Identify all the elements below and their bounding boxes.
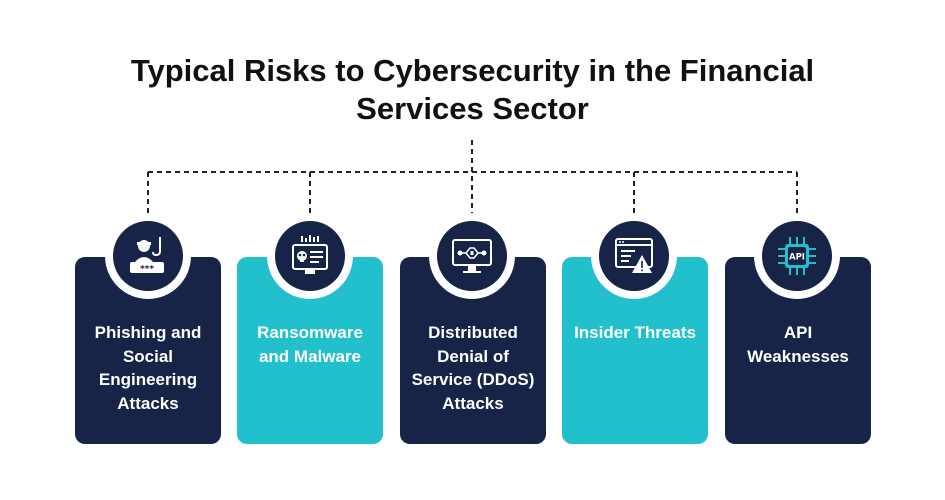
risk-icon-frame-insider	[591, 213, 677, 299]
page-title: Typical Risks to Cybersecurity in the Fi…	[0, 52, 945, 128]
ransomware-skull-icon	[292, 235, 328, 274]
risk-label-ransomware: Ransomware and Malware	[257, 323, 363, 366]
risk-icon-frame-ddos	[429, 213, 515, 299]
svg-text:***: ***	[140, 265, 154, 275]
risk-icon-frame-api: API	[754, 213, 840, 299]
risk-label-insider: Insider Threats	[574, 323, 696, 342]
api-chip-icon: API	[778, 237, 816, 275]
svg-text:API: API	[789, 253, 805, 263]
risk-label-api: API Weaknesses	[747, 323, 849, 366]
risk-icon-frame-ransomware	[267, 213, 353, 299]
insider-warning-window-icon	[615, 238, 653, 273]
risk-icon-frame-phishing: ***	[105, 213, 191, 299]
ddos-monitor-icon	[452, 239, 492, 273]
risk-label-phishing: Phishing and Social Engineering Attacks	[94, 323, 202, 413]
title-line-1: Typical Risks to Cybersecurity in the Fi…	[130, 53, 815, 88]
phishing-hacker-icon: ***	[130, 237, 164, 275]
title-line-2: Services Sector	[356, 91, 589, 126]
risk-label-ddos: Distributed Denial of Service (DDoS) Att…	[411, 323, 535, 413]
